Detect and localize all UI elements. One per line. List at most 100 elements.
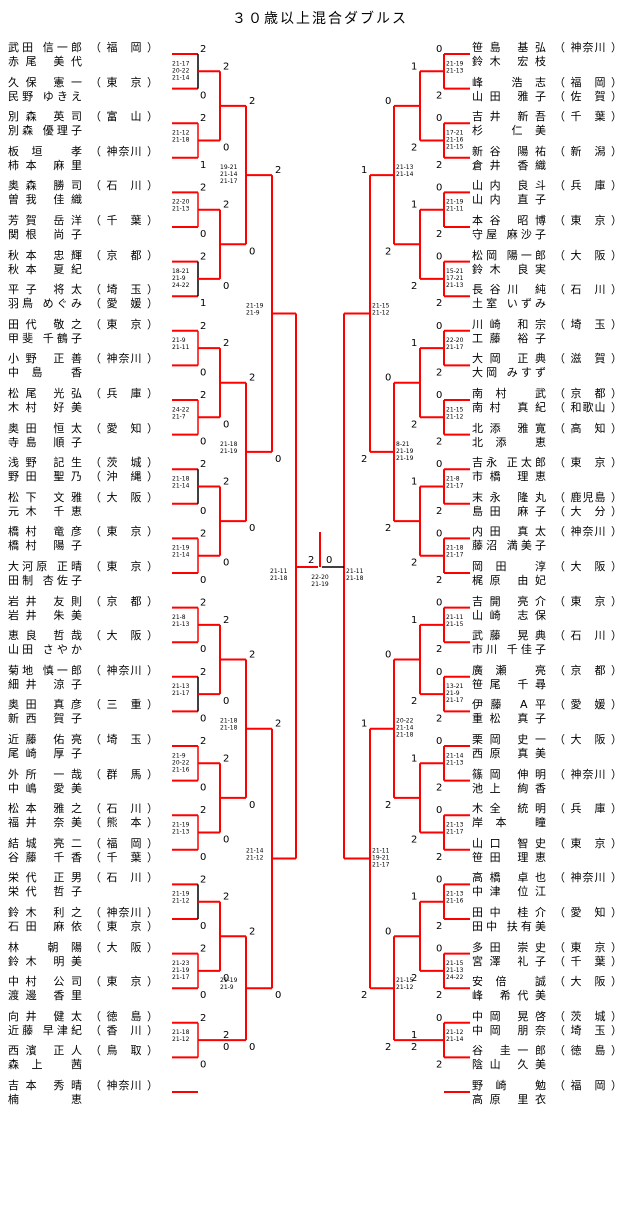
prefecture: （ 東 京 ）: [554, 214, 623, 227]
right-entry-player: 中岡 朋奈（ 埼 玉 ）: [472, 1023, 623, 1038]
right-r1-gamescore: 21-11: [446, 206, 464, 213]
player-name: 吉井 新吾: [472, 110, 546, 124]
right-r2-losescore: 1: [411, 753, 417, 764]
left-r1-losescore: 0: [200, 990, 206, 1001]
right-entry-player: 多田 崇史（ 東 京 ）: [472, 940, 623, 955]
right-r1-losescore: 0: [436, 321, 442, 332]
prefecture: （ 愛 媛 ）: [90, 297, 159, 311]
left-r4-gamescore: 21-19: [246, 303, 264, 310]
prefecture: （ 新 潟 ）: [554, 144, 623, 158]
right-r1-losescore: 0: [436, 182, 442, 193]
prefecture: （ 京 都 ）: [90, 248, 159, 262]
right-r2-losescore: 1: [411, 615, 417, 626]
right-r1-losescore: 0: [436, 736, 442, 747]
left-r2-winscore: 2: [223, 892, 229, 903]
player-name: 曽我 佳織: [8, 193, 82, 207]
right-entry-player: 山崎 志保: [472, 608, 554, 623]
left-r1-winscore: 2: [200, 182, 206, 193]
prefecture: （ 埼 玉 ）: [90, 283, 159, 297]
player-name: 松尾 光弘: [8, 387, 82, 400]
right-r2-winscore: 2: [411, 1042, 417, 1053]
player-name: 林 朝陽: [8, 940, 82, 954]
left-r1-gamescore: 21-19: [172, 822, 190, 829]
right-entry-player: 吉井 新吾（ 千 葉 ）: [472, 109, 623, 124]
right-entry-player: 陰山 久美: [472, 1057, 554, 1072]
player-name: 伊藤 A平: [472, 698, 546, 712]
right-entry-player: 中岡 晃啓（ 茨 城 ）: [472, 1009, 623, 1024]
left-entry-player: 栄代 正男（ 石 川 ）: [8, 870, 159, 885]
right-r1-gamescore: 21-13: [446, 282, 464, 289]
player-name: 多田 崇史: [472, 940, 546, 954]
player-name: 武田 信一郎: [8, 41, 82, 54]
player-name: 西濱 正人: [8, 1044, 82, 1058]
right-r1-losescore: 0: [436, 598, 442, 609]
right-entry-player: 鈴木 良実: [472, 262, 554, 277]
player-name: 守屋 麻沙子: [472, 228, 546, 241]
left-entry-player: 細井 涼子: [8, 677, 90, 692]
player-name: 奥田 恒太: [8, 421, 82, 435]
player-name: 菊地 慎一郎: [8, 663, 82, 677]
prefecture: （ 和歌山 ）: [554, 401, 623, 414]
right-r1-gamescore: 21-15: [446, 960, 464, 967]
right-r1-winscore: 2: [436, 298, 442, 309]
player-name: 笹田 理恵: [472, 850, 546, 864]
player-name: 南村 武: [472, 387, 546, 400]
left-entry-player: 柿本 麻里: [8, 158, 90, 173]
left-r1-gamescore: 21-13: [172, 206, 190, 213]
left-r1-gamescore: 21-8: [172, 614, 186, 621]
right-entry-player: 廣瀬 亮（ 京 都 ）: [472, 663, 623, 678]
player-name: 元木 千恵: [8, 504, 82, 518]
player-name: 別森 英司: [8, 110, 82, 124]
prefecture: （ 愛 知 ）: [554, 906, 623, 919]
left-r3-gamescore: 21-19: [220, 448, 238, 455]
prefecture: （ 千 葉 ）: [554, 954, 623, 968]
prefecture: （ 神奈川 ）: [90, 144, 159, 158]
left-r3-winscore: 2: [249, 650, 255, 661]
right-r3-winscore: 2: [385, 800, 391, 811]
left-entry-player: 鈴木 利之（ 神奈川 ）: [8, 905, 159, 920]
left-r1-losescore: 0: [200, 921, 206, 932]
right-entry-player: 安倍 誠（ 大 阪 ）: [472, 974, 623, 989]
left-entry-player: 赤尾 美代: [8, 54, 90, 69]
right-entry-player: 高橋 卓也（ 神奈川 ）: [472, 870, 623, 885]
right-r3-losescore: 0: [385, 650, 391, 661]
left-r1-gamescore: 22-20: [172, 199, 190, 206]
right-r3-winscore: 2: [385, 246, 391, 257]
right-r2-winscore: 2: [411, 419, 417, 430]
prefecture: （ 埼 玉 ）: [90, 733, 159, 746]
left-r1-winscore: 2: [200, 874, 206, 885]
final-left-score: 2: [308, 555, 314, 566]
right-entry-player: 栗岡 史一（ 大 阪 ）: [472, 732, 623, 747]
left-entry-player: 板垣 孝（ 神奈川 ）: [8, 144, 159, 159]
left-entry-player: 元木 千恵: [8, 504, 90, 519]
player-name: 浅野 記生: [8, 456, 82, 470]
right-r1-gamescore: 21-15: [446, 621, 464, 628]
right-r4-gamescore: 21-11: [372, 847, 390, 854]
left-r1-gamescore: 24-22: [172, 282, 190, 289]
prefecture: （ 東 京 ）: [90, 317, 159, 331]
player-name: 梶原 由妃: [472, 574, 546, 587]
left-r1-gamescore: 21-13: [172, 621, 190, 628]
left-r3-losescore: 0: [249, 800, 255, 811]
player-name: 藤沼 満美子: [472, 539, 546, 553]
player-name: 吉開 亮介: [472, 594, 546, 608]
right-r1-gamescore: 21-18: [446, 545, 464, 552]
left-r1-losescore: 0: [200, 367, 206, 378]
player-name: 北添 恵: [472, 435, 546, 449]
right-entry-player: 長谷川 純（ 石 川 ）: [472, 282, 623, 297]
right-entry-player: 山田 雅子（ 佐 賀 ）: [472, 89, 623, 104]
player-name: 石田 麻依: [8, 920, 82, 933]
player-name: 福井 奈美: [8, 816, 82, 830]
left-r4-gamescore: 21-14: [246, 847, 264, 854]
right-r1-gamescore: 21-19: [446, 199, 464, 206]
player-name: 内田 真太: [472, 525, 546, 539]
left-r3-losescore: 0: [249, 246, 255, 257]
page-title: ３０歳以上混合ダブルス: [232, 11, 408, 27]
right-r2-losescore: 1: [411, 477, 417, 488]
left-r1-gamescore: 21-13: [172, 829, 190, 836]
left-r2-winscore: 2: [223, 61, 229, 72]
left-r3-gamescore: 21-14: [220, 171, 238, 178]
right-r4-gamescore: 21-17: [372, 861, 390, 868]
left-r1-gamescore: 21-18: [172, 476, 190, 483]
left-r2-winscore: 2: [223, 477, 229, 488]
